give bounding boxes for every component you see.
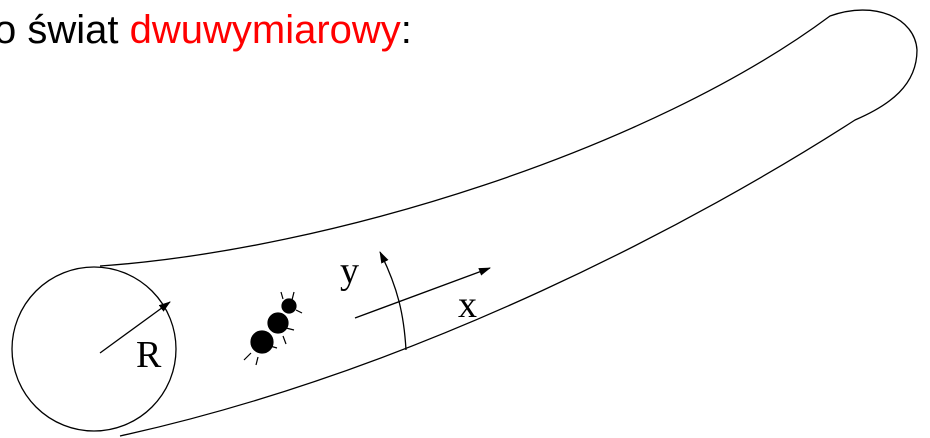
ant-icon (244, 292, 302, 365)
y-axis-label: y (340, 250, 359, 292)
radius-label: R (136, 334, 162, 376)
x-axis-label: x (458, 284, 477, 326)
tube-surface (100, 10, 917, 436)
